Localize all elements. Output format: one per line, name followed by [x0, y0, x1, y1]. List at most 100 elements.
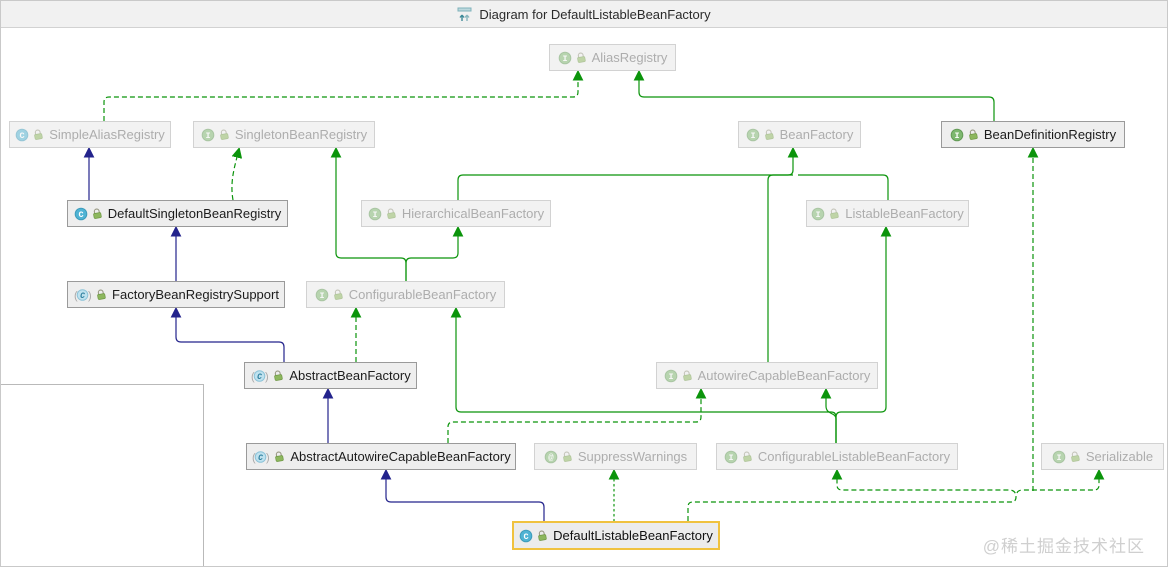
node-label: SingletonBeanRegistry — [234, 127, 368, 142]
node-hierarchical-bean-factory[interactable]: I HierarchicalBeanFactory — [361, 200, 551, 227]
lock-icon — [968, 128, 978, 141]
svg-text:I: I — [750, 131, 755, 141]
node-default-listable-bean-factory[interactable]: C DefaultListableBeanFactory — [512, 521, 720, 550]
svg-text:I: I — [372, 210, 377, 220]
edge-hierarchical-bean-factory--extends--bean-factory — [457, 146, 799, 200]
node-simple-alias-registry[interactable]: C SimpleAliasRegistry — [9, 121, 171, 148]
edge-abstract-bean-factory--extends--factory-bean-registry-support — [170, 306, 285, 362]
svg-text:I: I — [562, 54, 567, 64]
node-singleton-bean-registry[interactable]: I SingletonBeanRegistry — [193, 121, 375, 148]
node-label: BeanFactory — [779, 127, 854, 142]
svg-text:I: I — [319, 291, 324, 301]
lock-icon — [682, 369, 692, 382]
svg-text:): ) — [265, 371, 269, 383]
lock-icon — [274, 450, 284, 463]
lock-icon — [1070, 450, 1080, 463]
interface-icon: I — [950, 128, 964, 142]
lock-icon — [333, 288, 343, 301]
annotation-icon: @ — [544, 450, 558, 464]
edge-layer — [83, 69, 1105, 522]
node-factory-bean-registry-support[interactable]: (C)FactoryBeanRegistrySupport — [67, 281, 285, 308]
interface-icon: I — [811, 207, 825, 221]
node-label: HierarchicalBeanFactory — [401, 206, 545, 221]
interface-icon: I — [664, 369, 678, 383]
lock-icon — [562, 450, 572, 463]
interface-icon: I — [558, 51, 572, 65]
node-label: AbstractAutowireCapableBeanFactory — [290, 449, 511, 464]
watermark-text: @稀土掘金技术社区 — [982, 537, 1145, 556]
edge-abstract-autowire-capable-bean-factory--implements--autowire-capable-bean-factory — [447, 387, 707, 443]
abstract-class-icon: (C) — [73, 288, 92, 302]
lock-icon — [33, 128, 43, 141]
svg-text:C: C — [258, 454, 263, 463]
svg-text:I: I — [954, 131, 959, 141]
node-serializable[interactable]: I Serializable — [1041, 443, 1164, 470]
node-label: AliasRegistry — [591, 50, 668, 65]
node-label: DefaultSingletonBeanRegistry — [107, 206, 282, 221]
edge-configurable-listable-bean-factory--extends--configurable-bean-factory — [450, 306, 837, 443]
lock-icon — [219, 128, 229, 141]
lock-icon — [96, 288, 106, 301]
node-default-singleton-bean-registry[interactable]: C DefaultSingletonBeanRegistry — [67, 200, 288, 227]
svg-text:(: ( — [74, 290, 78, 302]
svg-text:I: I — [205, 131, 210, 141]
node-label: DefaultListableBeanFactory — [553, 528, 713, 543]
svg-text:@: @ — [548, 453, 554, 463]
interface-icon: I — [368, 207, 382, 221]
interface-icon: I — [201, 128, 215, 142]
edge-autowire-capable-bean-factory--extends--bean-factory — [767, 174, 793, 362]
node-alias-registry[interactable]: I AliasRegistry — [549, 44, 676, 71]
svg-text:): ) — [88, 290, 92, 302]
lock-icon — [742, 450, 752, 463]
edge-configurable-listable-bean-factory--extends--listable-bean-factory — [835, 225, 892, 443]
node-label: SimpleAliasRegistry — [49, 127, 165, 142]
svg-text:I: I — [728, 453, 733, 463]
edge-listable-bean-factory--extends--bean-factory — [798, 174, 889, 200]
node-suppress-warnings[interactable]: @SuppressWarnings — [534, 443, 697, 470]
edge-configurable-bean-factory--extends--hierarchical-bean-factory — [405, 225, 464, 281]
window-titlebar: Diagram for DefaultListableBeanFactory — [1, 1, 1167, 28]
interface-icon: I — [746, 128, 760, 142]
svg-text:(: ( — [251, 371, 255, 383]
svg-text:C: C — [78, 210, 83, 220]
svg-text:(: ( — [252, 452, 256, 464]
interface-icon: I — [315, 288, 329, 302]
node-abstract-bean-factory[interactable]: (C) AbstractBeanFactory — [244, 362, 417, 389]
edge-default-listable-bean-factory--extends--abstract-autowire-capable-bean-factory — [380, 468, 545, 521]
lock-icon — [386, 207, 396, 220]
svg-text:): ) — [266, 452, 270, 464]
class-icon: C — [15, 128, 29, 142]
window-title: Diagram for DefaultListableBeanFactory — [479, 6, 711, 22]
node-abstract-autowire-capable-bean-factory[interactable]: (C) AbstractAutowireCapableBeanFactory — [246, 443, 516, 470]
svg-text:I: I — [1056, 453, 1061, 463]
edge-default-listable-bean-factory--implements--configurable-listable-bean-factory — [687, 468, 1017, 521]
edge-simple-alias-registry--implements--alias-registry — [103, 69, 584, 121]
svg-text:C: C — [524, 532, 529, 542]
svg-text:C: C — [257, 373, 262, 382]
node-label: AbstractBeanFactory — [289, 368, 411, 383]
svg-text:C: C — [20, 131, 25, 141]
class-icon: C — [74, 207, 88, 221]
node-label: AutowireCapableBeanFactory — [697, 368, 871, 383]
interface-icon: I — [724, 450, 738, 464]
svg-text:I: I — [668, 372, 673, 382]
lock-icon — [537, 529, 547, 542]
node-bean-factory[interactable]: I BeanFactory — [738, 121, 861, 148]
node-configurable-listable-bean-factory[interactable]: I ConfigurableListableBeanFactory — [716, 443, 958, 470]
edge-default-singleton-bean-registry--implements--singleton-bean-registry — [231, 147, 243, 201]
node-label: Serializable — [1085, 449, 1154, 464]
abstract-class-icon: (C) — [250, 369, 269, 383]
svg-text:C: C — [80, 292, 85, 301]
lock-icon — [764, 128, 774, 141]
edge-default-listable-bean-factory--implements--serializable — [1016, 468, 1105, 494]
node-autowire-capable-bean-factory[interactable]: I AutowireCapableBeanFactory — [656, 362, 878, 389]
lock-icon — [829, 207, 839, 220]
node-label: ConfigurableListableBeanFactory — [757, 449, 951, 464]
lock-icon — [576, 51, 586, 64]
edge-bean-definition-registry--extends--alias-registry — [633, 69, 995, 121]
